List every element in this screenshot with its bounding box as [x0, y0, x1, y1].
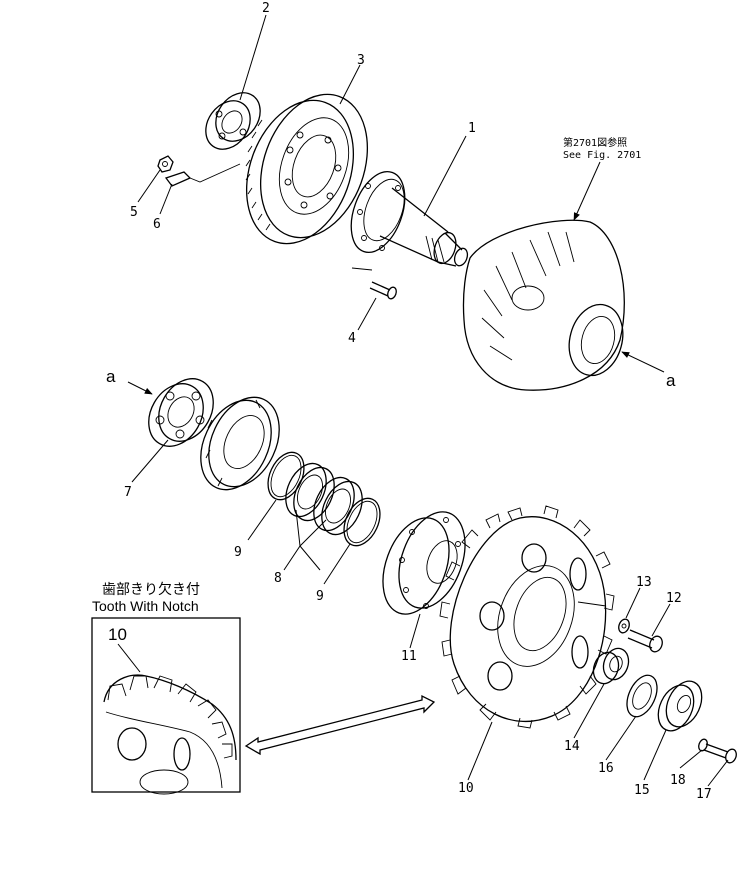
callout-17: 17: [696, 787, 712, 802]
view-marker-a-left: a: [106, 367, 116, 386]
callout-10: 10: [458, 781, 474, 796]
inset-caption-jp: 歯部きり欠き付: [102, 581, 200, 597]
callout-4: 4: [348, 331, 356, 346]
nut-part-5: [157, 155, 174, 173]
view-marker-a-right: a: [666, 371, 676, 390]
callout-2: 2: [262, 1, 270, 16]
lock-plate-part-6: [164, 163, 241, 187]
inset-part-label: 10: [108, 625, 127, 644]
cap-part-15: [657, 680, 703, 732]
sprocket-part-10: [439, 505, 615, 729]
callout-14: 14: [564, 739, 580, 754]
callout-5: 5: [130, 205, 138, 220]
callout-9-left: 9: [234, 545, 242, 560]
hub-part-11: [382, 511, 466, 615]
bearing-part-7: [148, 378, 214, 447]
snap-ring-part-9-right: [343, 497, 381, 547]
leader-lines: [131, 14, 729, 787]
nut-part-14: [592, 647, 630, 685]
callout-18: 18: [670, 773, 686, 788]
view-arrows: [127, 161, 665, 395]
bolt-part-12: [627, 629, 663, 653]
callout-8: 8: [274, 571, 282, 586]
inset-reference-arrow: [244, 694, 436, 756]
bearing-retainer: [200, 396, 280, 491]
callout-7: 7: [124, 485, 132, 500]
inset-caption-en: Tooth With Notch: [92, 598, 199, 614]
callout-13: 13: [636, 575, 652, 590]
reference-note-jp: 第2701図参照: [563, 136, 627, 149]
callout-3: 3: [357, 53, 365, 68]
snap-ring-part-9-left: [267, 451, 305, 501]
callout-6: 6: [153, 217, 161, 232]
shaft-part-1: [350, 171, 469, 267]
callout-1: 1: [468, 121, 476, 136]
tooth-notch-inset: 歯部きり欠き付 Tooth With Notch 10: [91, 581, 241, 795]
seal-part-8: [285, 462, 363, 536]
final-drive-housing: [462, 219, 625, 391]
plate-part-16: [626, 674, 658, 718]
callout-9-right: 9: [316, 589, 324, 604]
part-callouts: 1 2 3 4 5 6 7 8 9 9 10 11 12 13 14 15 16…: [124, 1, 712, 802]
callout-11: 11: [401, 649, 417, 664]
washer-part-13: [618, 618, 630, 634]
reference-note-en: See Fig. 2701: [563, 150, 641, 161]
ring-gear-part-3: [245, 93, 369, 245]
bearing-part-2: [205, 92, 261, 150]
bolt-part-4: [351, 267, 397, 300]
callout-15: 15: [634, 783, 650, 798]
callout-12: 12: [666, 591, 682, 606]
bolt-part-17: [703, 743, 737, 764]
callout-16: 16: [598, 761, 614, 776]
